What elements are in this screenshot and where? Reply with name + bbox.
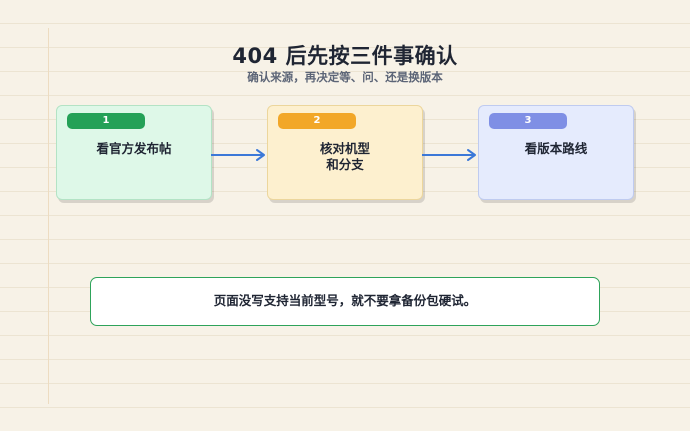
arrow-step-2-to-3 — [422, 149, 476, 161]
step-label-1: 看官方发布帖 — [96, 141, 172, 156]
page-subtitle: 确认来源，再决定等、问、还是换版本 — [247, 70, 443, 84]
step-label-2: 核对机型 和分支 — [319, 141, 370, 172]
page-title: 404 后先按三件事确认 — [232, 44, 458, 68]
step-label-3: 看版本路线 — [524, 141, 588, 156]
step-badge-1: 1 — [67, 113, 145, 129]
step-card-1: 1 看官方发布帖 — [56, 105, 212, 200]
warning-note: 页面没写支持当前型号，就不要拿备份包硬试。 — [90, 277, 600, 326]
step-card-2: 2 核对机型 和分支 — [267, 105, 423, 200]
arrow-step-1-to-2 — [211, 149, 265, 161]
step-badge-3: 3 — [489, 113, 567, 129]
step-badge-2: 2 — [278, 113, 356, 129]
notebook-margin-line — [48, 28, 49, 404]
step-card-3: 3 看版本路线 — [478, 105, 634, 200]
